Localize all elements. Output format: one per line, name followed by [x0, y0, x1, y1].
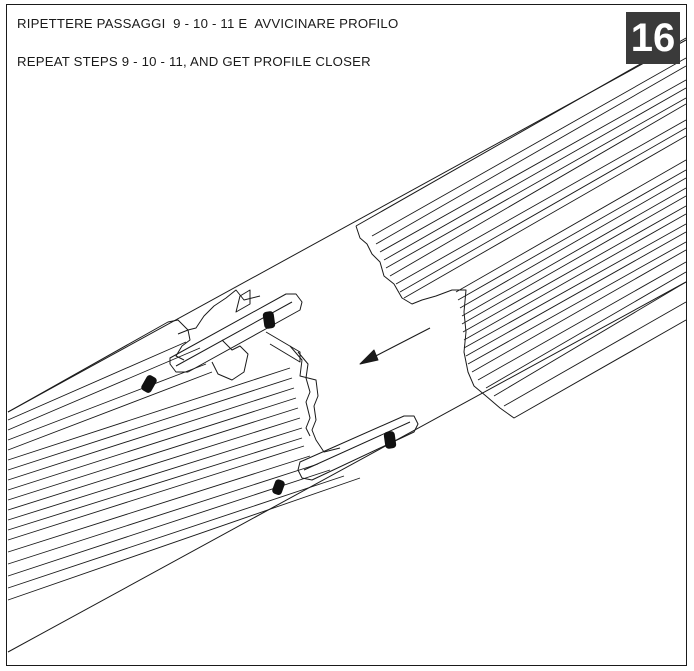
direction-arrow-icon — [359, 327, 431, 365]
screw-icon — [272, 479, 285, 495]
page-frame — [6, 4, 687, 666]
right-profile — [355, 37, 687, 419]
screw-icon — [383, 431, 397, 449]
left-profile — [7, 289, 419, 601]
instruction-italian: RIPETTERE PASSAGGI 9 - 10 - 11 E AVVICIN… — [17, 16, 399, 31]
step-number-badge: 16 — [626, 12, 680, 64]
instruction-english: REPEAT STEPS 9 - 10 - 11, AND GET PROFIL… — [17, 54, 371, 69]
screw-icon — [262, 311, 276, 329]
screw-icon — [141, 375, 157, 393]
screws — [141, 311, 397, 495]
guide-lines — [7, 39, 687, 653]
